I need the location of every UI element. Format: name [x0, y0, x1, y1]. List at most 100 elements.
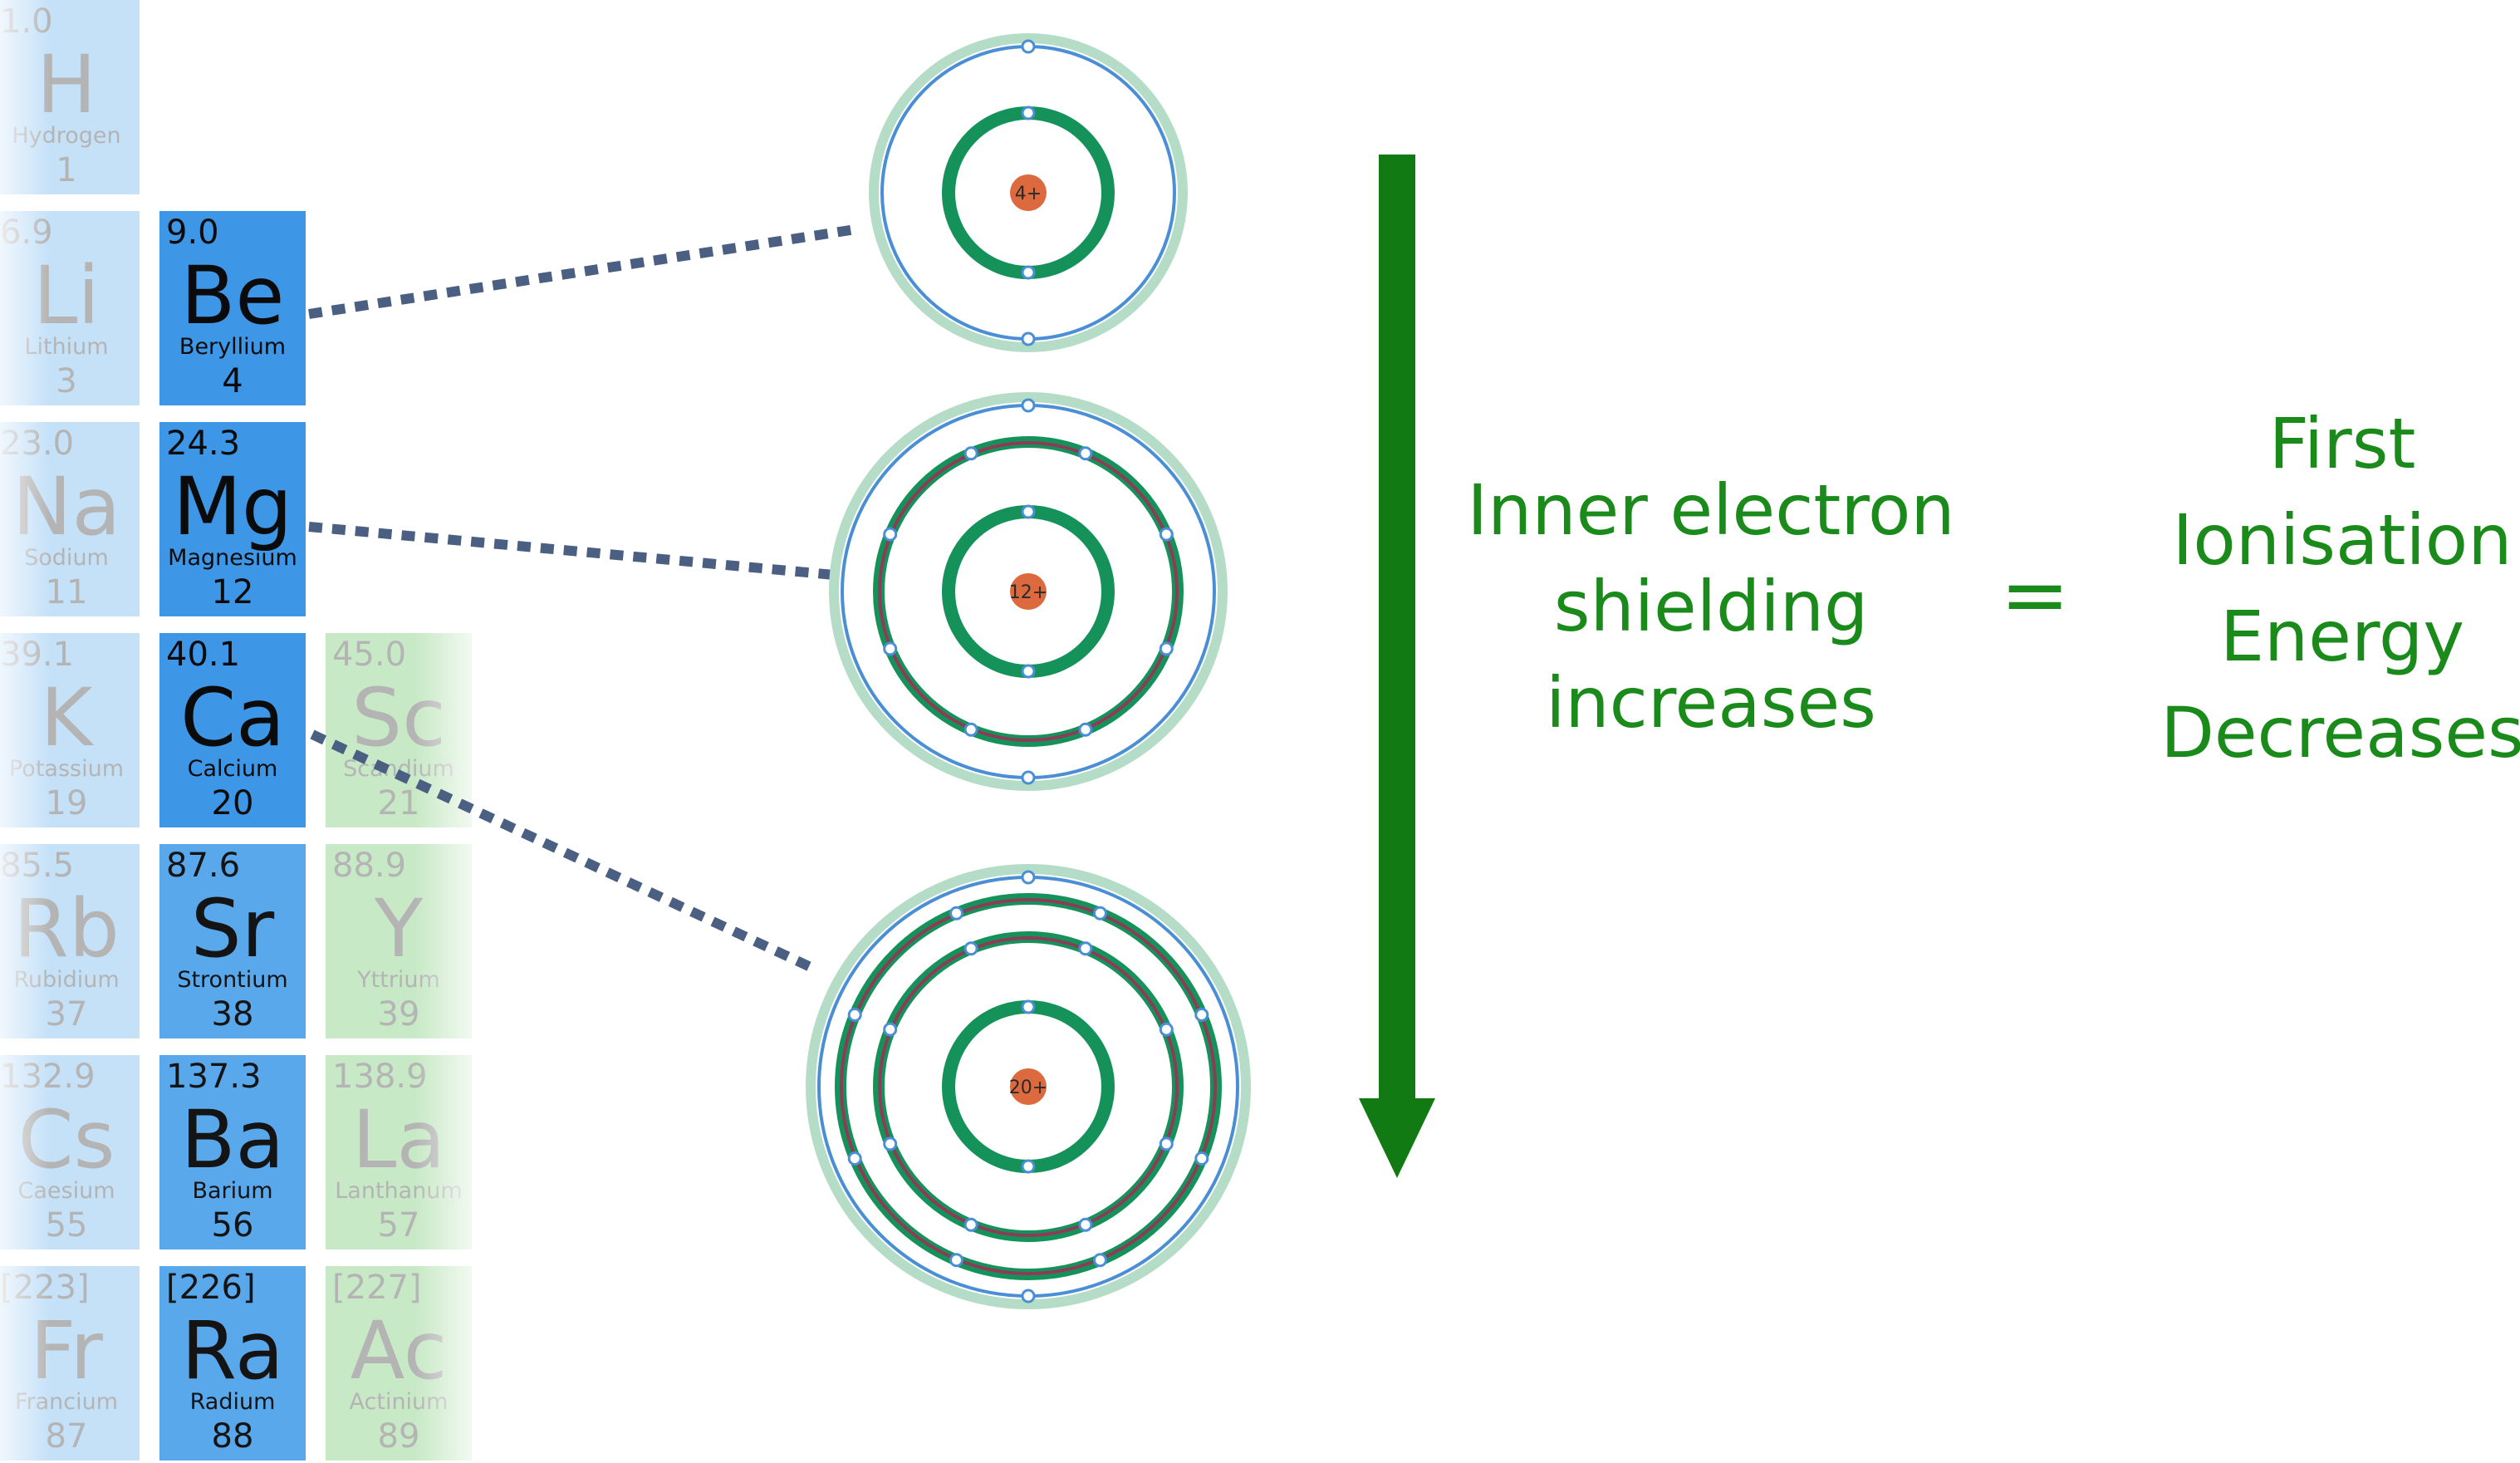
electron — [883, 527, 898, 542]
electron — [1092, 1253, 1107, 1268]
electron — [963, 446, 978, 461]
atom-mg: 12+ — [829, 392, 1228, 791]
nucleus — [1010, 573, 1047, 610]
element-symbol: Be — [180, 249, 285, 342]
electron — [949, 906, 964, 921]
electron — [1194, 1151, 1209, 1166]
element-symbol: Sr — [190, 882, 275, 975]
element-number: 38 — [211, 995, 254, 1033]
element-symbol: Y — [374, 882, 424, 975]
element-name: Beryllium — [179, 334, 287, 360]
electron — [1021, 999, 1036, 1014]
atom-boundary-ring — [829, 392, 1228, 791]
electron — [1159, 527, 1174, 542]
element-number: 39 — [377, 995, 420, 1033]
electron — [1021, 265, 1036, 280]
atom-ca: 20+ — [806, 864, 1251, 1309]
connector-line-ca — [310, 729, 816, 974]
element-name: Strontium — [177, 967, 288, 993]
electron — [1159, 1137, 1174, 1151]
element-number: 12 — [211, 573, 254, 611]
nucleus — [1010, 1068, 1047, 1105]
electron — [883, 641, 898, 656]
element-symbol: Ba — [180, 1093, 285, 1186]
element-mass: 87.6 — [166, 847, 241, 885]
element-number: 88 — [211, 1417, 254, 1456]
arrow-head — [1359, 1098, 1435, 1178]
electron — [1021, 1289, 1036, 1303]
connector-line-mg — [308, 522, 835, 580]
element-number: 89 — [377, 1417, 420, 1456]
connector-lines — [308, 224, 856, 974]
group3-fade — [415, 631, 490, 1463]
element-number: 56 — [211, 1206, 254, 1245]
element-mass: 45.0 — [332, 636, 407, 674]
element-number: 1 — [56, 151, 77, 189]
element-number: 87 — [45, 1417, 88, 1456]
electron — [963, 1217, 978, 1232]
arrow-shaft — [1379, 155, 1415, 1107]
electron — [1092, 906, 1107, 921]
electron — [1021, 106, 1036, 120]
electron — [883, 1022, 898, 1037]
element-number: 19 — [45, 784, 88, 822]
nucleus-charge: 12+ — [1009, 582, 1047, 603]
element-name: Calcium — [187, 756, 278, 782]
element-number: 4 — [222, 362, 243, 400]
element-name: Magnesium — [168, 545, 297, 571]
left-edge-fade — [0, 0, 50, 1463]
connector-line-be — [308, 224, 856, 319]
inner-shell-2-edge — [878, 936, 1179, 1237]
electron — [883, 1137, 898, 1151]
element-mass: 137.3 — [166, 1058, 262, 1096]
atom-boundary-ring — [806, 864, 1251, 1309]
electron — [847, 1151, 862, 1166]
electron — [1021, 1159, 1036, 1174]
element-mass: 9.0 — [166, 214, 219, 252]
element-mass: 24.3 — [166, 425, 241, 463]
element-number: 37 — [45, 995, 88, 1033]
electron — [1021, 504, 1036, 519]
inner-shell-2-edge — [878, 441, 1179, 742]
element-number: 11 — [45, 573, 88, 611]
inner-shell-3-edge — [840, 898, 1217, 1275]
element-mass: 138.9 — [332, 1058, 428, 1096]
electron — [1021, 39, 1036, 54]
element-mass: [227] — [332, 1269, 422, 1307]
element-number: 3 — [56, 362, 77, 400]
element-number: 57 — [377, 1206, 420, 1245]
nucleus-charge: 20+ — [1009, 1078, 1047, 1098]
electron — [1021, 331, 1036, 346]
atom-be: 4+ — [869, 33, 1188, 352]
shielding-caption: Inner electron shielding increases — [1445, 462, 1977, 751]
element-mass: 88.9 — [332, 847, 407, 885]
electron — [1159, 641, 1174, 656]
element-mass: [226] — [166, 1269, 256, 1307]
atom-models: 4+ 12+ 20+ — [806, 33, 1251, 1309]
atom-boundary-ring — [869, 33, 1188, 352]
element-number: 55 — [45, 1206, 88, 1245]
electron — [1021, 664, 1036, 679]
electron — [1078, 722, 1093, 737]
energy-line-4: Decreases — [2160, 692, 2520, 773]
element-mass: 40.1 — [166, 636, 241, 674]
electron — [1021, 398, 1036, 413]
electron — [1078, 1217, 1093, 1232]
element-number: 20 — [211, 784, 254, 822]
electron — [1194, 1008, 1209, 1023]
downward-trend-arrow — [1359, 155, 1435, 1178]
electron — [963, 722, 978, 737]
energy-line-3: Energy — [2219, 596, 2465, 677]
nucleus — [1010, 174, 1047, 211]
element-symbol: Ra — [181, 1304, 284, 1397]
electron — [963, 941, 978, 956]
energy-line-1: First — [2268, 403, 2416, 484]
